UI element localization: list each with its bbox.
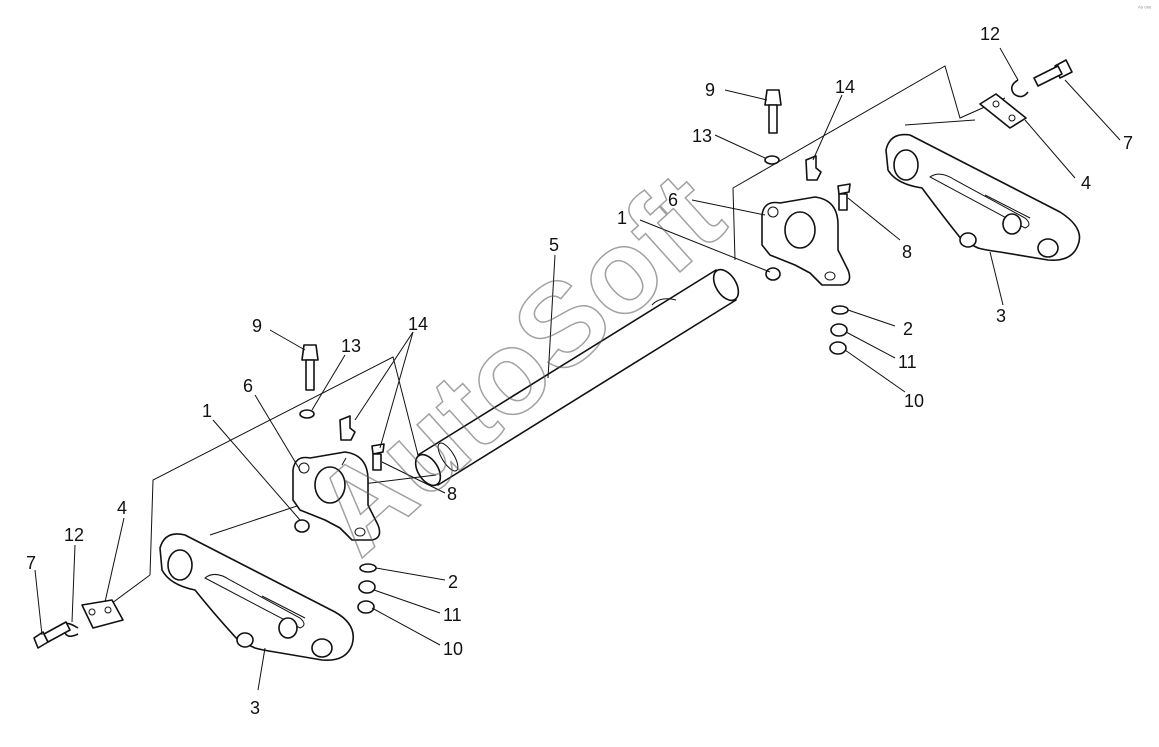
right-nut-part-1 [765,267,781,281]
callout-1-right: 1 [617,208,627,228]
right-bracket-part-6 [761,196,851,286]
callout-2-left: 2 [448,572,458,592]
right-bolt-part-9 [764,89,782,134]
callout-14-left: 14 [408,314,428,334]
left-washer-part-13 [299,409,315,419]
callout-2-right: 2 [903,319,913,339]
callouts-right: 9 13 14 6 1 8 2 11 10 3 4 7 12 [617,24,1133,411]
watermark-text: AutoSoft [289,148,747,579]
right-bolt-part-7 [1033,59,1073,87]
callout-13-right: 13 [692,126,712,146]
right-plate-part-4 [979,93,1027,129]
shaft-part-5 [414,268,740,487]
left-plate-part-4 [81,599,124,629]
corner-mark: ᴬˢ ᵒᵒᵒ [1137,4,1152,12]
callout-14-right: 14 [835,77,855,97]
callout-10-left: 10 [443,639,463,659]
left-fitting-part-14 [339,415,356,441]
right-fitting-part-14 [805,155,822,181]
callout-3-left: 3 [250,698,260,718]
callout-4-left: 4 [117,498,127,518]
callout-4-right: 4 [1081,173,1091,193]
callout-5: 5 [549,235,559,255]
callout-6-right: 6 [668,190,678,210]
callouts-center: 5 [549,235,559,255]
right-washer-part-13 [764,155,780,165]
left-bolt-part-8 [371,443,385,471]
right-nut-part-10 [829,341,847,355]
callout-7-right: 7 [1123,133,1133,153]
left-bolt-part-7 [33,621,71,649]
assembly-axis-lines [99,65,1006,613]
callout-9-right: 9 [705,80,715,100]
callout-13-left: 13 [341,336,361,356]
callout-8-right: 8 [902,242,912,262]
callout-8-left: 8 [447,484,457,504]
left-nut-part-10 [357,600,375,614]
right-ring-part-12 [1010,79,1029,98]
left-arm-part-3 [159,533,354,662]
callout-9-left: 9 [252,316,262,336]
callout-3-right: 3 [996,306,1006,326]
leader-lines [34,47,1121,691]
callout-10-right: 10 [904,391,924,411]
callouts-left: 9 13 14 6 1 8 2 11 10 3 4 12 7 [26,314,463,718]
right-washer-part-2 [831,305,849,315]
callout-12-left: 12 [64,525,84,545]
right-arm-part-3 [885,133,1081,262]
left-bolt-part-9 [301,344,319,391]
right-bolt-part-8 [837,183,851,211]
right-nut-part-11 [830,323,848,337]
callout-11-left: 11 [443,605,462,625]
callout-1-left: 1 [202,401,212,421]
left-nut-part-11 [358,580,376,594]
callout-12-right: 12 [980,24,1000,44]
callout-7-left: 7 [26,553,36,573]
left-nut-part-1 [294,519,310,533]
callout-11-right: 11 [898,352,917,372]
callout-6-left: 6 [243,376,253,396]
left-bracket-part-6 [292,451,381,541]
